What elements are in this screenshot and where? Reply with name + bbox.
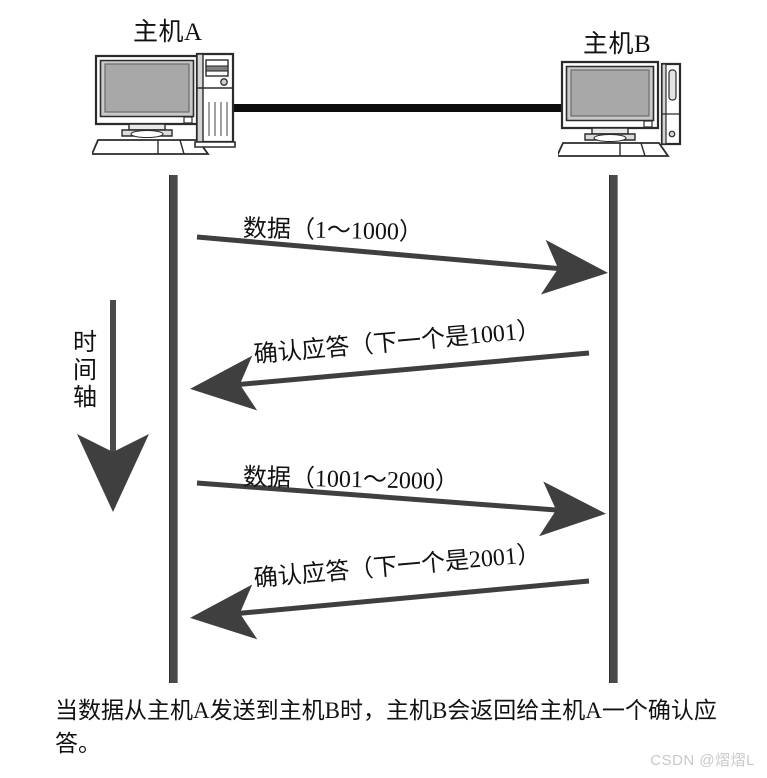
csdn-watermark: CSDN @熠熠L: [650, 752, 755, 769]
message-arrow-4: [190, 578, 590, 640]
message-arrow-1: [196, 234, 608, 295]
lifeline-host-a: [169, 175, 178, 683]
host-a-label: 主机A: [133, 19, 203, 46]
network-cable-icon: [228, 104, 568, 112]
host-b-label: 主机B: [583, 31, 652, 58]
time-axis-char-3: 轴: [73, 385, 97, 412]
lifeline-host-b: [609, 175, 618, 683]
diagram-caption: 当数据从主机A发送到主机B时，主机B会返回给主机A一个确认应答。: [55, 698, 717, 756]
time-axis-label: 时 间 轴: [70, 330, 100, 413]
time-axis-char-2: 间: [73, 357, 97, 384]
message-label-1: 数据（1～1000）: [242, 216, 424, 246]
message-arrow-2: [190, 350, 590, 411]
message-label-3: 数据（1001～2000）: [242, 464, 460, 496]
host-a-computer-icon: [90, 52, 237, 162]
time-axis-char-1: 时: [73, 330, 97, 356]
host-b-computer-icon: [555, 58, 686, 163]
message-arrow-3: [196, 480, 606, 537]
